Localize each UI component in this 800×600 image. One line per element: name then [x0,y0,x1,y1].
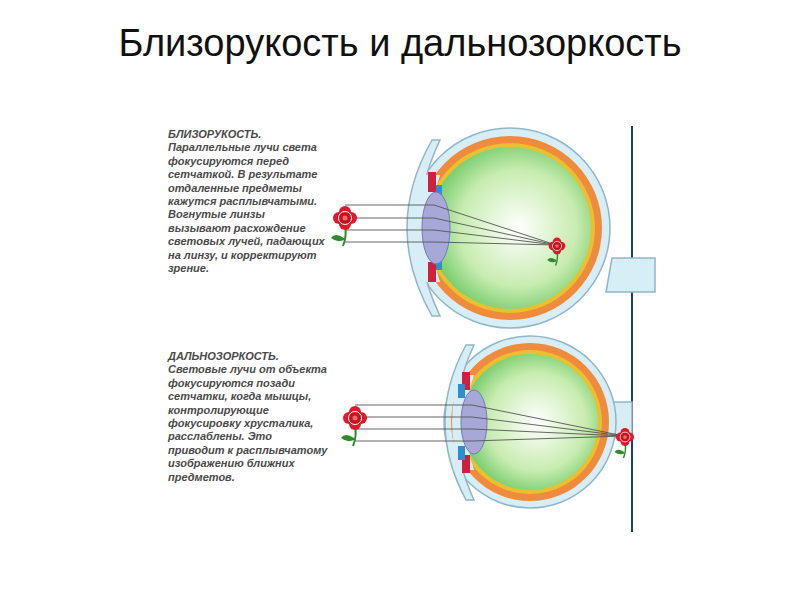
note-text: Световые лучи от объекта фокусируются по… [168,363,327,482]
note-heading: БЛИЗОРУКОСТЬ. [168,128,261,140]
note-heading: ДАЛЬНОЗОРКОСТЬ. [168,350,279,362]
note-text: Параллельные лучи света фокусируются пер… [168,141,325,274]
note-block: БЛИЗОРУКОСТЬ. Параллельные лучи света фо… [168,128,328,275]
note-block: ДАЛЬНОЗОРКОСТЬ. Световые лучи от объекта… [168,350,328,484]
slide-title: Близорукость и дальнозоркость [100,18,700,68]
